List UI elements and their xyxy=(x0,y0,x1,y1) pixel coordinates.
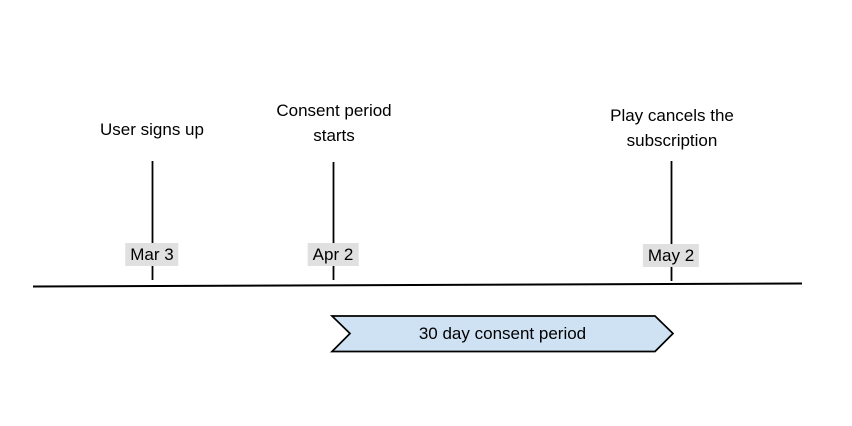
event-title-consent-period-starts: Consent period starts xyxy=(276,101,392,145)
date-label-apr2: Apr 2 xyxy=(307,243,359,266)
consent-period-arrow-label: 30 day consent period xyxy=(418,323,587,343)
event-title-user-signs-up: User signs up xyxy=(100,120,204,139)
timeline-axis-line xyxy=(32,282,803,288)
date-label-may2: May 2 xyxy=(642,244,700,267)
date-label-mar3: Mar 3 xyxy=(125,243,179,266)
event-title-play-cancels-subscription: Play cancels the subscription xyxy=(610,106,734,150)
consent-period-arrow xyxy=(329,315,675,353)
